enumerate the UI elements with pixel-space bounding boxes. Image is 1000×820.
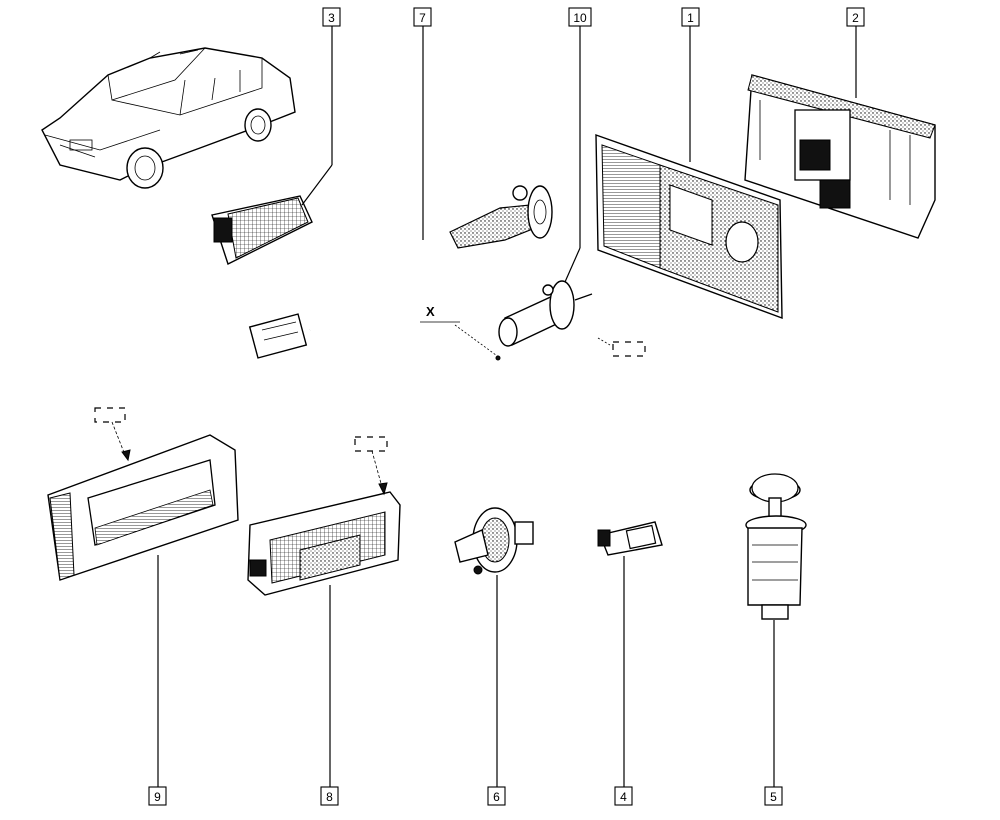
callout-3: 3	[322, 7, 341, 27]
callout-8-label: 8	[326, 790, 333, 804]
callout-1-label: 1	[687, 11, 694, 25]
callout-8: 8	[320, 786, 339, 806]
callout-6-label: 6	[493, 790, 500, 804]
dashed-ref-box-8	[354, 436, 388, 496]
part-3-lamp-unit	[211, 195, 313, 265]
callout-9: 9	[148, 786, 167, 806]
part-2-housing	[744, 74, 936, 239]
x-label: X	[426, 304, 435, 319]
part-5-pin-switch	[745, 473, 807, 620]
callout-6: 6	[487, 786, 506, 806]
part-4-switch	[597, 521, 663, 556]
callout-1: 1	[681, 7, 700, 27]
callout-5-label: 5	[770, 790, 777, 804]
dashed-ref-box-9	[94, 407, 131, 462]
x-reference-marker: X	[420, 304, 460, 323]
callout-9-label: 9	[154, 790, 161, 804]
callout-10-label: 10	[573, 11, 587, 25]
callout-7-label: 7	[419, 11, 426, 25]
leader-lines	[157, 25, 857, 788]
part-8-lamp-unit	[247, 491, 401, 596]
dashed-ref-box-10	[612, 341, 646, 357]
callout-10: 10	[568, 7, 592, 27]
part-6-bulb-socket	[454, 507, 534, 575]
callout-2: 2	[846, 7, 865, 27]
part-1-cover-panel	[595, 134, 783, 320]
part-7-wiring-harness	[248, 185, 553, 359]
car-illustration	[41, 47, 296, 189]
callout-2-label: 2	[852, 11, 859, 25]
part-9-lamp-frame	[47, 434, 239, 581]
callout-5: 5	[764, 786, 783, 806]
callout-4-label: 4	[620, 790, 627, 804]
callout-7: 7	[413, 7, 432, 27]
callout-4: 4	[614, 786, 633, 806]
callout-3-label: 3	[328, 11, 335, 25]
part-10-bulb-holder	[454, 280, 611, 361]
